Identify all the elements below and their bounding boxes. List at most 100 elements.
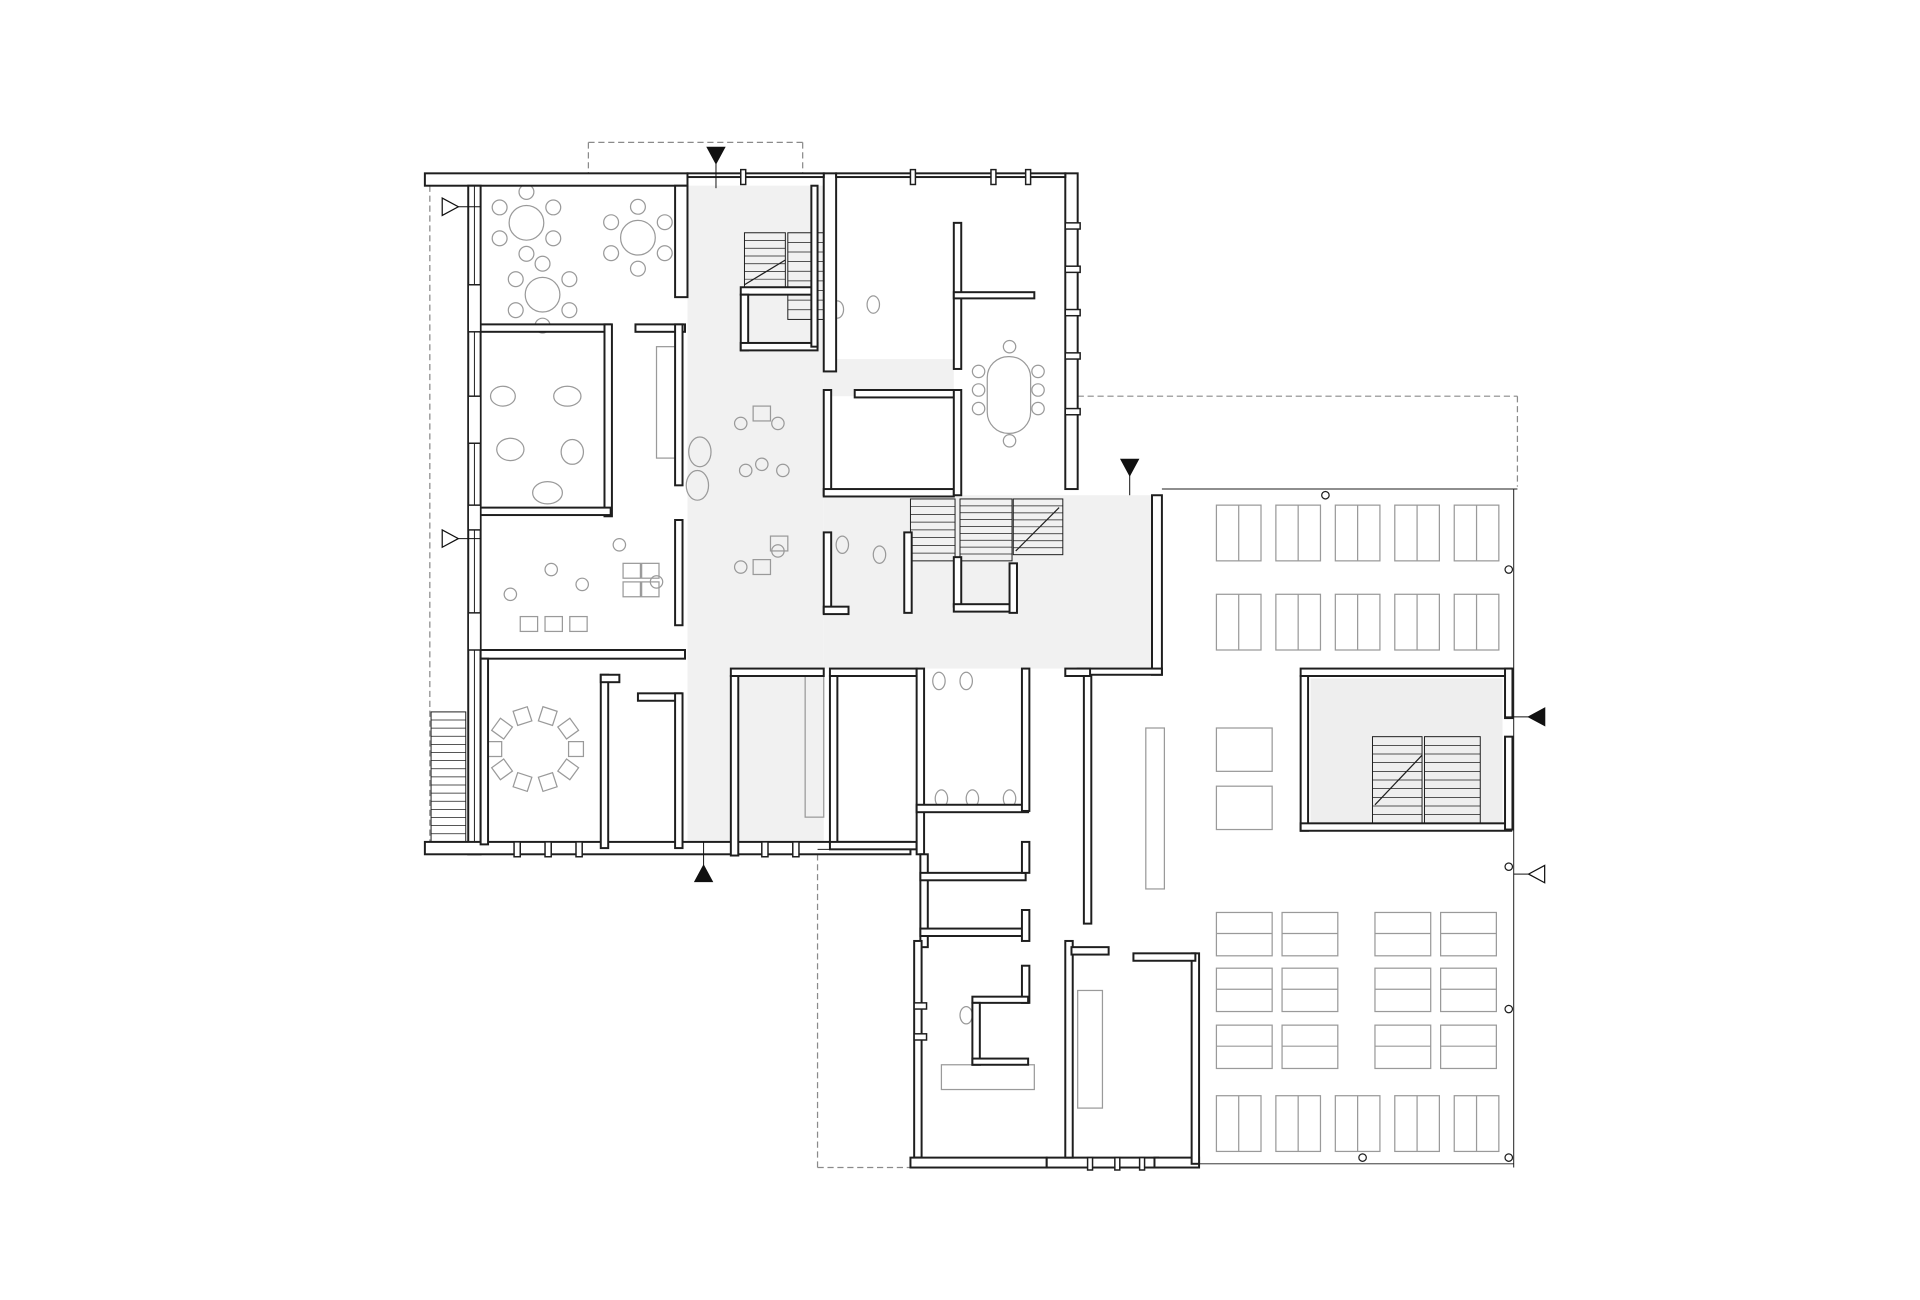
chair: [491, 199, 508, 216]
desk: [1440, 1024, 1497, 1070]
toilet: [866, 295, 881, 314]
chair: [507, 271, 524, 288]
window-mullion: [1064, 308, 1081, 317]
wall: [1151, 494, 1163, 676]
wall: [1064, 172, 1079, 491]
chair: [512, 771, 533, 793]
chair: [649, 575, 664, 589]
wall: [479, 649, 686, 660]
wall: [1070, 946, 1110, 956]
circulation-area: [687, 185, 824, 298]
stair-break-line: [1374, 754, 1423, 806]
window-mullion: [1064, 352, 1081, 360]
chair: [561, 271, 578, 288]
dashed-outlines: [429, 141, 1519, 1169]
chair: [561, 302, 578, 319]
chair: [518, 183, 535, 200]
round-table: [619, 219, 656, 256]
wall: [1020, 667, 1031, 812]
desk: [622, 562, 642, 579]
wall: [1008, 562, 1018, 614]
stair-core-area: [1310, 678, 1503, 825]
chair: [629, 260, 646, 277]
desk: [1374, 1024, 1432, 1070]
wall: [674, 692, 684, 850]
chair: [733, 560, 748, 574]
window-mullion: [990, 168, 997, 186]
chair: [603, 245, 620, 262]
entrance-markers: [441, 146, 1546, 884]
desk: [752, 559, 772, 576]
wall: [822, 488, 955, 498]
wall: [919, 927, 1027, 937]
table: [496, 437, 525, 462]
round-table: [524, 276, 561, 313]
chair: [556, 717, 580, 740]
wall: [1064, 939, 1074, 1159]
secondary-entrance-icon: [441, 528, 460, 549]
column: [1504, 862, 1514, 872]
window-mullion: [792, 841, 800, 858]
wall: [1064, 667, 1092, 677]
table: [553, 385, 582, 407]
wall: [1132, 952, 1197, 962]
wall: [919, 871, 1027, 882]
wall: [1504, 667, 1514, 720]
chair: [603, 214, 620, 231]
window-mullion: [1064, 407, 1081, 416]
wall: [674, 184, 689, 299]
chair: [733, 416, 748, 431]
chair: [512, 705, 533, 727]
wall: [1504, 735, 1514, 831]
entrance-arrow-icon: [1527, 707, 1546, 727]
wall: [686, 172, 825, 179]
wall: [828, 840, 918, 851]
table: [532, 481, 563, 505]
chair: [1031, 364, 1045, 379]
stair-icon: [959, 498, 1013, 562]
chair: [1002, 433, 1017, 448]
wall: [909, 1156, 1048, 1169]
chair: [537, 705, 558, 727]
secondary-entrance-icon: [441, 197, 460, 217]
wall: [634, 323, 686, 333]
wall: [952, 291, 1036, 300]
window-mullion: [1024, 168, 1032, 186]
wall: [952, 556, 963, 608]
chair: [491, 230, 508, 247]
window-mullion: [761, 841, 769, 858]
chair: [629, 198, 646, 215]
chair: [738, 463, 753, 478]
window-mullion: [1086, 1156, 1094, 1171]
round-table: [508, 204, 545, 241]
wall: [913, 939, 923, 1159]
chair: [507, 302, 524, 319]
column: [1358, 1153, 1367, 1162]
window-mullion: [740, 168, 747, 186]
chair: [1002, 339, 1017, 354]
chair: [1031, 383, 1045, 397]
chair: [556, 758, 580, 781]
wall: [1190, 952, 1201, 1165]
window-mullion: [544, 841, 552, 858]
wall: [1299, 822, 1513, 832]
wall: [971, 995, 1030, 1004]
chair: [575, 577, 590, 592]
column: [1504, 1153, 1514, 1162]
chair: [1031, 401, 1045, 416]
table: [560, 438, 585, 465]
wall: [853, 389, 961, 399]
chair: [971, 364, 986, 379]
furniture: [486, 183, 1500, 1153]
wall: [1299, 667, 1513, 677]
window-mullion: [575, 841, 583, 858]
chair: [503, 587, 518, 602]
wall: [729, 667, 825, 677]
chair: [567, 741, 585, 758]
desk: [519, 615, 539, 633]
desk: [622, 581, 642, 598]
window-mullion: [1064, 222, 1081, 230]
chair: [544, 562, 559, 577]
wall: [919, 853, 929, 949]
